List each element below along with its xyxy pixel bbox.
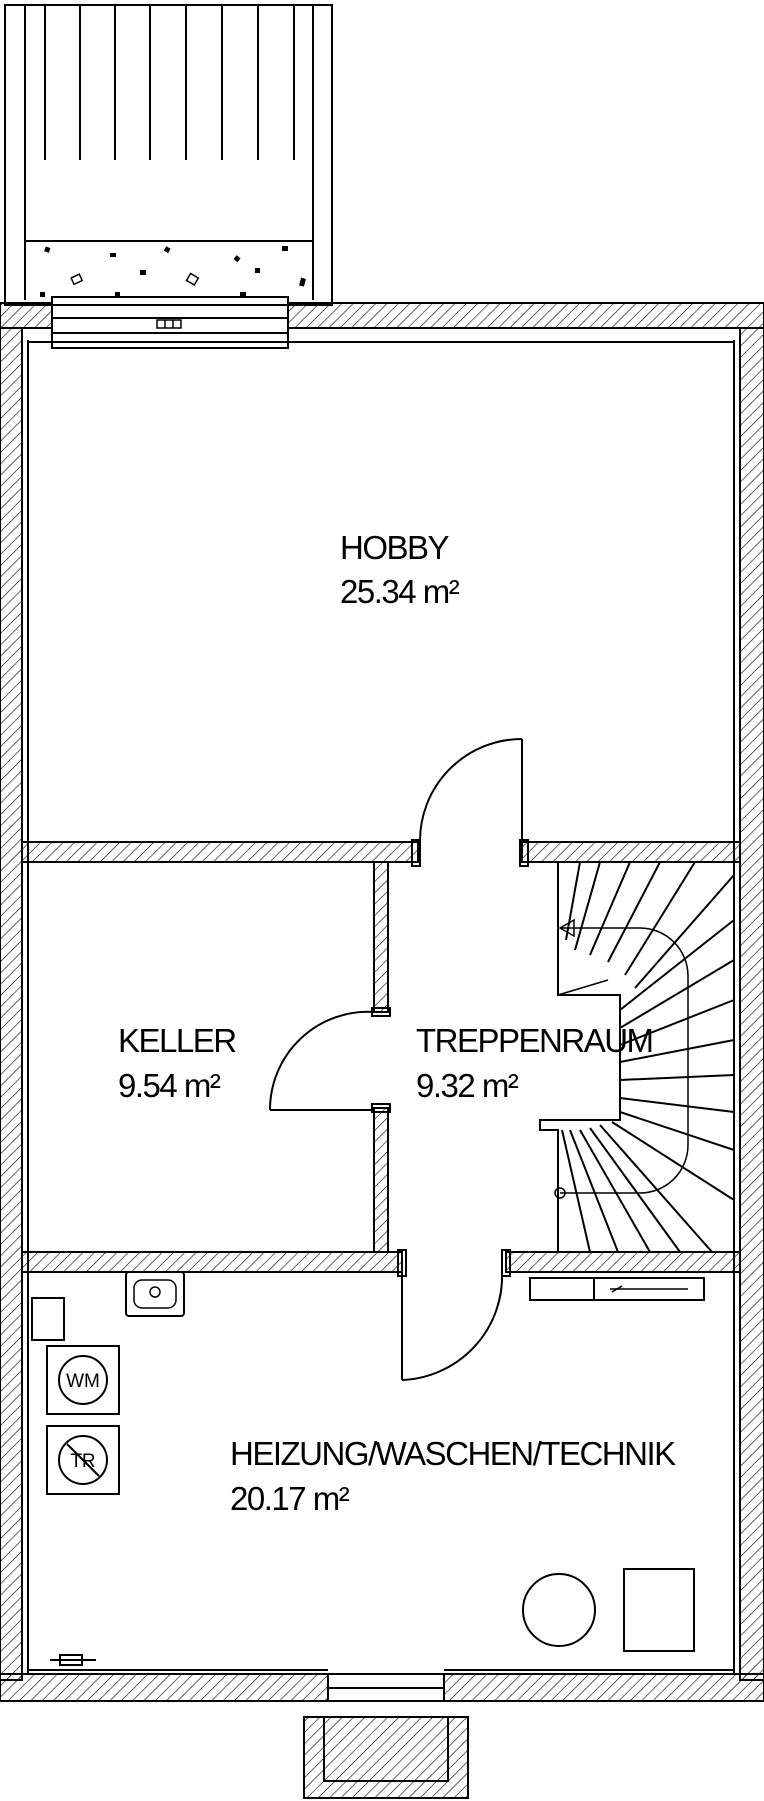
- dryer-label: TR: [70, 1451, 95, 1472]
- staircase: [539, 861, 735, 1253]
- light-well: [4, 4, 333, 306]
- heating-unit: [623, 1568, 695, 1652]
- room-name: KELLER: [118, 1022, 236, 1059]
- stair-arrow-icon: [558, 918, 575, 938]
- light-well-bottom: [303, 1716, 469, 1799]
- exterior-walls: [0, 302, 764, 1702]
- interior-wall-vertical: [371, 861, 391, 1253]
- window-bottom: [327, 1673, 445, 1718]
- gravel: [40, 246, 306, 297]
- door-keller[interactable]: [268, 1010, 375, 1111]
- cabinet: [31, 1297, 65, 1341]
- room-area: 9.54 m²: [118, 1067, 221, 1104]
- room-area: 20.17 m²: [230, 1480, 350, 1517]
- utility-sink: [125, 1271, 185, 1317]
- interior-wall-upper: [21, 839, 741, 867]
- washer: WM: [46, 1345, 120, 1415]
- room-name: HOBBY: [340, 529, 450, 566]
- room-name: HEIZUNG/WASCHEN/TECHNIK: [230, 1435, 676, 1472]
- dryer: TR: [46, 1425, 120, 1495]
- electrical-panel: [529, 1277, 705, 1301]
- washer-label: WM: [66, 1371, 100, 1392]
- door-heizung[interactable]: [401, 1271, 504, 1381]
- room-keller: KELLER 9.54 m²: [118, 1022, 238, 1104]
- room-name: TREPPENRAUM: [416, 1022, 653, 1059]
- door-hobby[interactable]: [418, 738, 523, 843]
- grating: [44, 5, 295, 160]
- window-top: [51, 296, 289, 349]
- room-hobby: HOBBY 25.34 m²: [340, 529, 461, 610]
- room-treppenraum: TREPPENRAUM 9.32 m²: [416, 1022, 654, 1104]
- room-heizung: HEIZUNG/WASCHEN/TECHNIK 20.17 m²: [230, 1435, 678, 1517]
- room-area: 9.32 m²: [416, 1067, 519, 1104]
- room-area: 25.34 m²: [340, 573, 460, 610]
- stair-treads: [561, 861, 735, 1253]
- interior-wall-lower: [21, 1249, 741, 1277]
- radiator: [50, 1654, 96, 1666]
- boiler-tank: [522, 1573, 596, 1647]
